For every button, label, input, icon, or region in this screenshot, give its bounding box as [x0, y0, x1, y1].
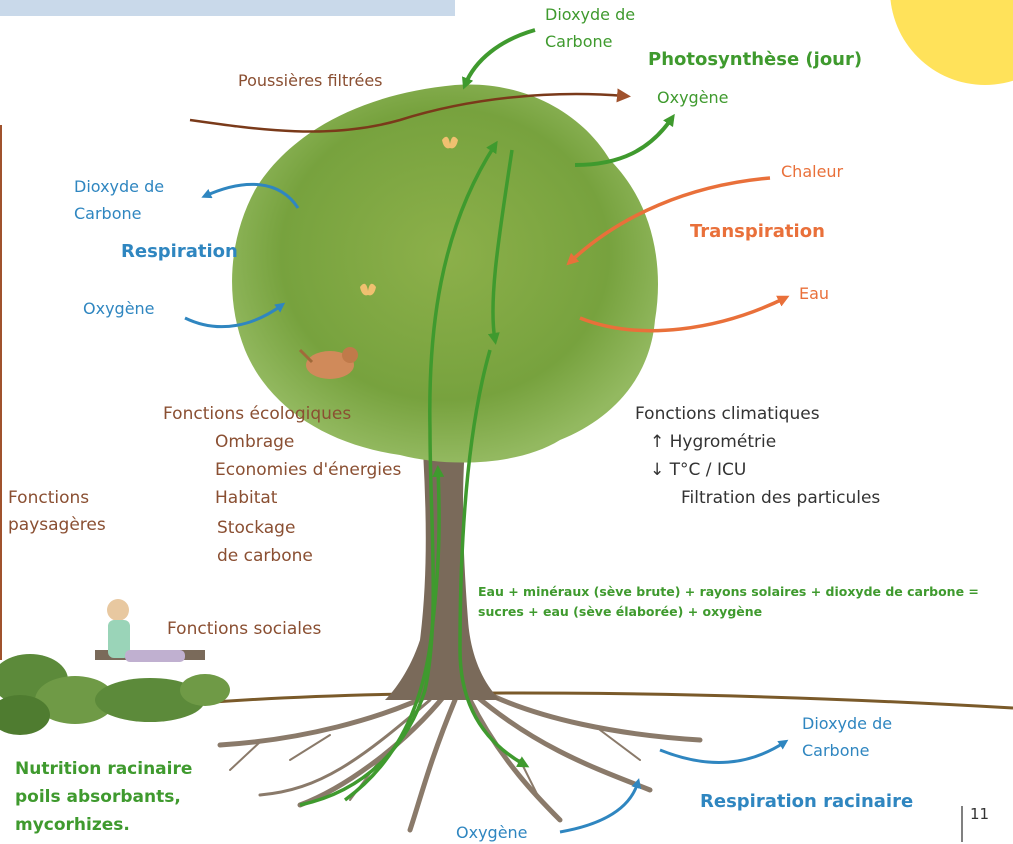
ecological-item-energy: Economies d'énergies	[215, 461, 401, 481]
climatic-item-filtration: Filtration des particules	[681, 489, 880, 509]
ecological-functions-title: Fonctions écologiques	[163, 405, 351, 425]
roots	[220, 690, 700, 830]
bushes	[0, 654, 230, 735]
climatic-item-hygrometry: ↑ Hygrométrie	[650, 433, 776, 453]
water-label: Eau	[799, 285, 829, 303]
landscape-functions-line2: paysagères	[8, 516, 106, 536]
root-nutrition-line3: mycorhizes.	[15, 816, 130, 836]
page-number: 11	[970, 806, 989, 823]
climatic-functions-title: Fonctions climatiques	[635, 405, 820, 425]
sun-shape	[890, 0, 1013, 85]
co2-out-roots-arrow	[660, 742, 785, 762]
oxygen-in-roots-arrow	[560, 782, 638, 832]
equation-line1: Eau + minéraux (sève brute) + rayons sol…	[478, 585, 979, 599]
co2-left-label-line1: Dioxyde de	[74, 178, 164, 196]
landscape-functions-line1: Fonctions	[8, 489, 89, 509]
equation-line2: sucres + eau (sève élaborée) + oxygène	[478, 605, 762, 619]
root-nutrition-line1: Nutrition racinaire	[15, 760, 192, 780]
oxygen-top-label: Oxygène	[657, 89, 729, 107]
ecological-item-carbon: de carbone	[217, 547, 313, 567]
co2-in-arrow	[465, 30, 535, 85]
photosynthesis-title: Photosynthèse (jour)	[648, 50, 862, 71]
climatic-item-temperature: ↓ T°C / ICU	[650, 461, 746, 481]
transpiration-title: Transpiration	[690, 222, 825, 243]
co2-top-label-line1: Dioxyde de	[545, 6, 635, 24]
filtered-dust-label: Poussières filtrées	[238, 72, 383, 90]
heat-label: Chaleur	[781, 163, 843, 181]
co2-roots-label-line1: Dioxyde de	[802, 715, 892, 733]
respiration-title: Respiration	[121, 242, 238, 263]
oxygen-bottom-label: Oxygène	[456, 824, 528, 842]
oxygen-left-label: Oxygène	[83, 300, 155, 318]
ecological-item-habitat: Habitat	[215, 489, 277, 509]
co2-roots-label-line2: Carbone	[802, 742, 869, 760]
co2-top-label-line2: Carbone	[545, 33, 612, 51]
root-respiration-title: Respiration racinaire	[700, 792, 913, 813]
social-functions-label: Fonctions sociales	[167, 620, 321, 640]
ecological-item-storage: Stockage	[217, 519, 295, 539]
root-nutrition-line2: poils absorbants,	[15, 788, 181, 808]
ground-line	[200, 693, 1013, 708]
co2-left-label-line2: Carbone	[74, 205, 141, 223]
ecological-item-shade: Ombrage	[215, 433, 294, 453]
header-box	[0, 0, 455, 16]
